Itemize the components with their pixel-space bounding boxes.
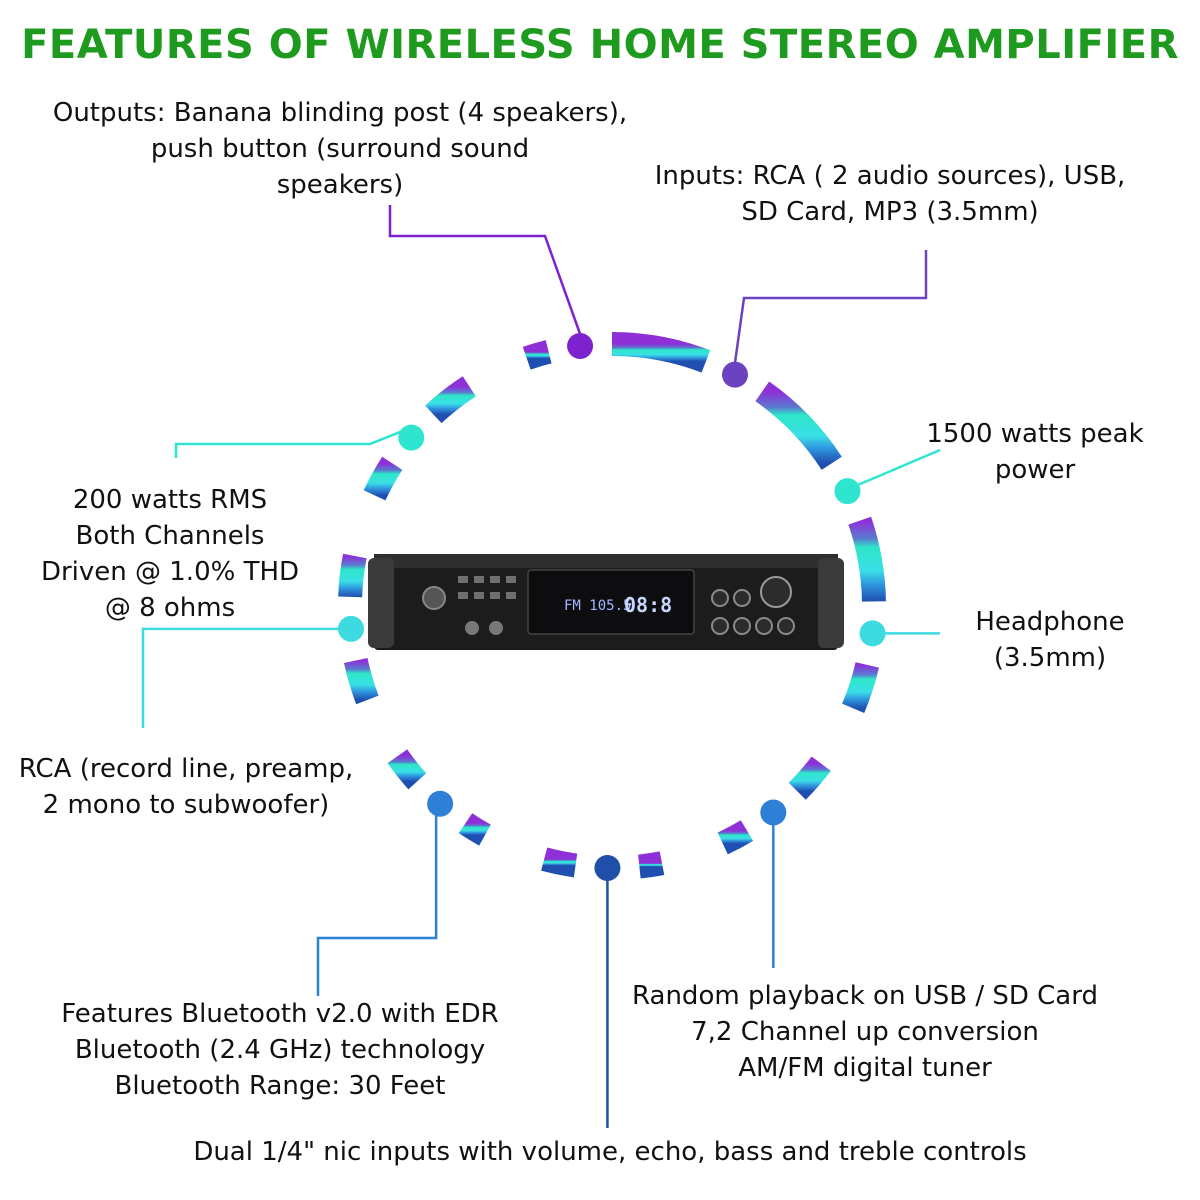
amp-level-text: 08:8	[624, 593, 672, 617]
leader-lines	[141, 205, 941, 1128]
callout-rca: RCA (record line, preamp, 2 mono to subw…	[18, 754, 354, 820]
ring-segment	[611, 332, 711, 373]
ring-segment	[425, 376, 477, 424]
amplifier-image: FM 105.5 08:8	[368, 554, 844, 650]
ring-segment	[338, 553, 367, 598]
dot-inputs	[722, 361, 749, 388]
leader-rms	[174, 430, 402, 458]
callout-headphone: Headphone (3.5mm)	[975, 607, 1125, 673]
ring-segment	[788, 756, 831, 800]
ring-segment	[522, 340, 552, 370]
leader-peak-power	[856, 448, 941, 487]
leader-rca	[141, 627, 339, 728]
dot-rca	[337, 615, 364, 642]
callout-rms: 200 watts RMS Both Channels Driven @ 1.0…	[40, 485, 300, 623]
page-title: FEATURES OF WIRELESS HOME STEREO AMPLIFI…	[21, 22, 1179, 68]
ring-segment	[755, 381, 842, 470]
ring-segment	[717, 820, 754, 855]
gradient-ring	[338, 332, 886, 879]
ring-segment	[638, 851, 665, 879]
dot-playback	[760, 799, 787, 826]
ring-dots	[337, 332, 886, 881]
ring-segment	[848, 516, 886, 602]
dot-outputs	[567, 332, 594, 359]
dot-headphone	[859, 620, 886, 647]
leader-bluetooth	[316, 815, 438, 996]
callout-outputs: Outputs: Banana blinding post (4 speaker…	[52, 98, 628, 200]
callout-inputs: Inputs: RCA ( 2 audio sources), USB, SD …	[654, 161, 1126, 227]
dot-peak-power	[834, 478, 861, 505]
dot-rms	[398, 424, 425, 451]
dot-mic	[594, 854, 621, 881]
leader-outputs	[388, 205, 582, 335]
callout-playback: Random playback on USB / SD Card 7,2 Cha…	[632, 981, 1098, 1083]
ring-segment	[458, 813, 491, 846]
ring-segment	[363, 456, 403, 501]
callout-bluetooth: Features Bluetooth v2.0 with EDR Bluetoo…	[61, 999, 499, 1101]
ring-segment	[541, 847, 578, 878]
leader-inputs	[733, 250, 928, 363]
ring-segment	[343, 657, 379, 705]
ring-segment	[842, 662, 879, 714]
callout-mic: Dual 1/4" nic inputs with volume, echo, …	[193, 1137, 1027, 1167]
dot-bluetooth	[427, 790, 454, 817]
amp-display-text: FM 105.5	[564, 598, 631, 614]
callout-peak-power: 1500 watts peak power	[926, 419, 1144, 485]
ring-segment	[387, 749, 427, 790]
